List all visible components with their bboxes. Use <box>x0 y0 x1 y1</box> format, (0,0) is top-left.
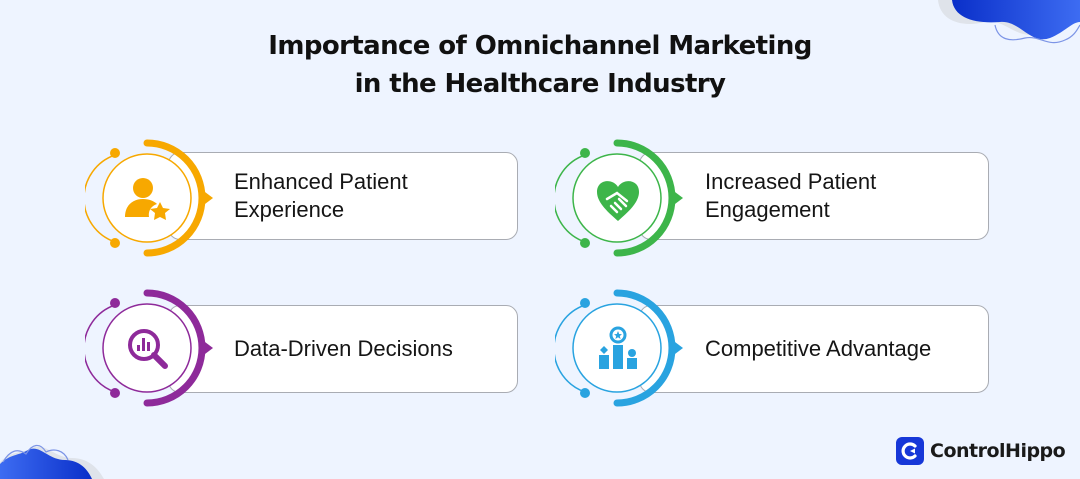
controlhippo-logo-icon <box>896 437 924 465</box>
badge-blue <box>555 285 695 410</box>
chart-magnifier-icon <box>128 329 168 369</box>
card-competitive-advantage: Competitive Advantage <box>639 305 989 393</box>
card-label: Increased Patient Engagement <box>705 169 877 222</box>
heart-handshake-icon <box>597 181 639 221</box>
card-label: Competitive Advantage <box>705 336 932 361</box>
card-label: Data-Driven Decisions <box>234 336 453 361</box>
podium-star-icon <box>599 326 637 369</box>
card-enhanced-patient-experience: Enhanced Patient Experience <box>168 152 518 240</box>
card-increased-patient-engagement: Increased Patient Engagement <box>639 152 989 240</box>
user-star-icon <box>125 178 170 220</box>
badge-purple <box>85 285 225 410</box>
title-line-1: Importance of Omnichannel Marketing <box>268 31 812 61</box>
title-line-2: in the Healthcare Industry <box>354 69 726 99</box>
page-title: Importance of Omnichannel Marketing in t… <box>0 27 1080 103</box>
bottom-left-wave-decoration <box>0 444 104 479</box>
card-label: Enhanced Patient Experience <box>234 169 408 222</box>
badge-green <box>555 135 695 260</box>
brand-name: ControlHippo <box>930 440 1066 462</box>
card-data-driven-decisions: Data-Driven Decisions <box>168 305 518 393</box>
badge-orange <box>85 135 225 260</box>
top-right-wave-decoration <box>938 0 1080 44</box>
brand-logo-group: ControlHippo <box>896 437 1066 465</box>
